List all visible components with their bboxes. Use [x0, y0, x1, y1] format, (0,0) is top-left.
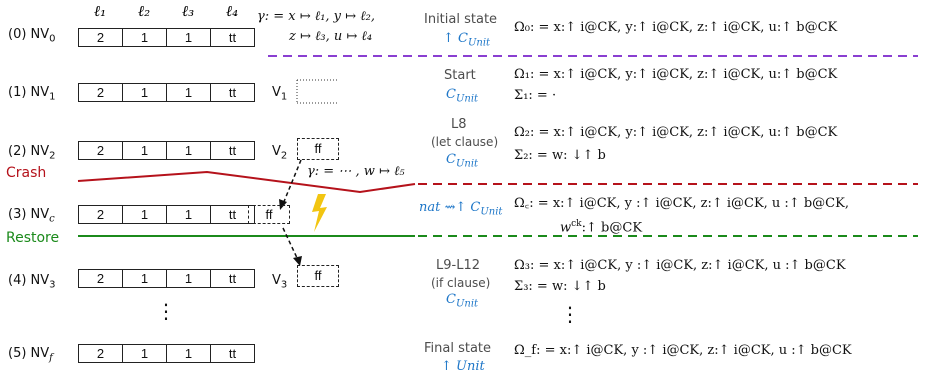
state-title-2: L8 [451, 117, 467, 132]
crash-line [77, 170, 416, 194]
cell-0-3: 1 [166, 28, 211, 47]
row-label-2: (2) NV2 [8, 144, 56, 162]
omega-2: Ω₂: = x:↑ i@CK, y:↑ i@CK, z:↑ i@CK, u:↑ … [514, 125, 838, 140]
omega-c: Ω꜀: = x:↑ i@CK, y :↑ i@CK, z:↑ i@CK, u :… [514, 196, 849, 211]
state-ctx-2: CUnit [446, 152, 479, 170]
cell-4-3: 1 [166, 269, 211, 288]
cell-2-4: tt [210, 141, 255, 160]
location-header-l1: ℓ₁ [93, 2, 107, 20]
location-header-l2: ℓ₂ [137, 2, 151, 20]
location-header-l4: ℓ₄ [225, 2, 239, 20]
state-note-4: (if clause) [431, 276, 491, 290]
row-label-1: (1) NV1 [8, 85, 56, 103]
omega-f: Ω_f: = x:↑ i@CK, y :↑ i@CK, z:↑ i@CK, u … [514, 343, 852, 358]
save-arrow [282, 159, 302, 205]
row-label-0: (0) NV0 [8, 27, 56, 45]
state-ctx-5: ↑ Unit [441, 359, 485, 374]
location-header-l3: ℓ₃ [181, 2, 195, 20]
state-title-1: Start [444, 68, 476, 83]
gamma-line-2: z ↦ ℓ₃, u ↦ ℓ₄ [289, 29, 373, 44]
cell-4-2: 1 [122, 269, 167, 288]
cell-5-4: tt [210, 344, 255, 363]
state-ctx-4: CUnit [446, 292, 479, 310]
cell-3-4: tt [210, 205, 255, 224]
state-title-5: Final state [424, 341, 492, 356]
cell-2-1: 2 [78, 141, 123, 160]
cell-1-1: 2 [78, 83, 123, 102]
cell-4-4: tt [210, 269, 255, 288]
state-note-2: (let clause) [431, 135, 499, 149]
cell-0-1: 2 [78, 28, 123, 47]
row-label-3: (3) NVc [8, 207, 55, 225]
cell-3-5: ff [248, 205, 290, 224]
cell-3-3: 1 [166, 205, 211, 224]
volatile-cell-2: ff [297, 138, 339, 160]
cell-5-3: 1 [166, 344, 211, 363]
cell-5-2: 1 [122, 344, 167, 363]
cell-3-1: 2 [78, 205, 123, 224]
sigma-3: Σ₃: = w: ↓↑ b [514, 279, 606, 294]
row-label-5: (5) NVf [8, 346, 53, 364]
restore-arrow [282, 227, 299, 261]
ellipsis-rows: ⋮ [156, 299, 176, 323]
cell-0-2: 1 [122, 28, 167, 47]
volatile-cell-3: ff [297, 265, 339, 287]
row-label-4: (4) NV3 [8, 273, 56, 291]
save-arrowhead [279, 199, 287, 210]
cell-0-4: tt [210, 28, 255, 47]
cell-3-2: 1 [122, 205, 167, 224]
volatile-label-1: V1 [272, 85, 288, 103]
restore-label: Restore [6, 230, 60, 246]
cell-1-3: 1 [166, 83, 211, 102]
sigma-2: Σ₂: = w: ↓↑ b [514, 148, 606, 163]
ellipsis-states: ⋮ [560, 302, 580, 326]
cell-2-3: 1 [166, 141, 211, 160]
state-title-4: L9-L12 [436, 258, 480, 273]
cell-4-1: 2 [78, 269, 123, 288]
state-title-0: Initial state [424, 12, 498, 27]
state-ctx-3: nat ⇝↑ CUnit [419, 200, 503, 218]
restore-arrowhead [293, 256, 302, 266]
lightning-icon [312, 194, 327, 232]
state-ctx-1: CUnit [446, 87, 479, 105]
cell-1-2: 1 [122, 83, 167, 102]
gamma-extension: γ: = ⋯ , w ↦ ℓ₅ [307, 164, 405, 179]
crash-label: Crash [6, 165, 47, 181]
state-ctx-0: ↑ CUnit [443, 31, 491, 49]
omega-0: Ω₀: = x:↑ i@CK, y:↑ i@CK, z:↑ i@CK, u:↑ … [514, 20, 838, 35]
omega-3: Ω₃: = x:↑ i@CK, y :↑ i@CK, z:↑ i@CK, u :… [514, 258, 846, 273]
omega-c-cont: wck:↑ b@CK [560, 219, 643, 236]
sigma-1: Σ₁: = · [514, 88, 557, 103]
volatile-label-2: V2 [272, 144, 288, 162]
volatile-label-3: V3 [272, 273, 288, 291]
cell-5-1: 2 [78, 344, 123, 363]
cell-2-2: 1 [122, 141, 167, 160]
gamma-line-1: γ: = x ↦ ℓ₁, y ↦ ℓ₂, [257, 9, 375, 24]
cell-1-4: tt [210, 83, 255, 102]
omega-1: Ω₁: = x:↑ i@CK, y:↑ i@CK, z:↑ i@CK, u:↑ … [514, 67, 838, 82]
